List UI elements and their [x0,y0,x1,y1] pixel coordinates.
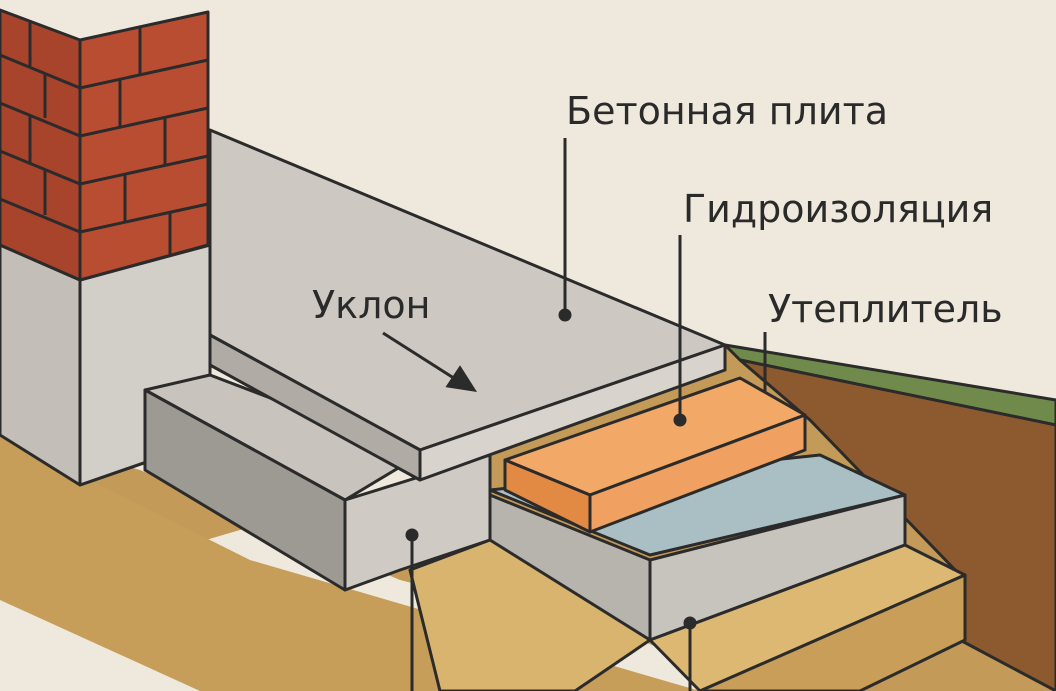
light-ground [0,600,200,691]
label-insulation: Утеплитель [768,287,1003,331]
concrete-slab-side [418,343,727,482]
insulation-side [588,413,807,534]
label-slope: Уклон [312,283,431,327]
label-slab: Бетонная плита [566,89,888,133]
sand-front [698,573,967,691]
label-waterproofing: Гидроизоляция [683,187,993,231]
soil-left [0,430,700,691]
slope-arrow [382,331,461,384]
grass [723,343,1056,427]
sand-top [408,538,652,691]
brick-wall [0,8,210,282]
